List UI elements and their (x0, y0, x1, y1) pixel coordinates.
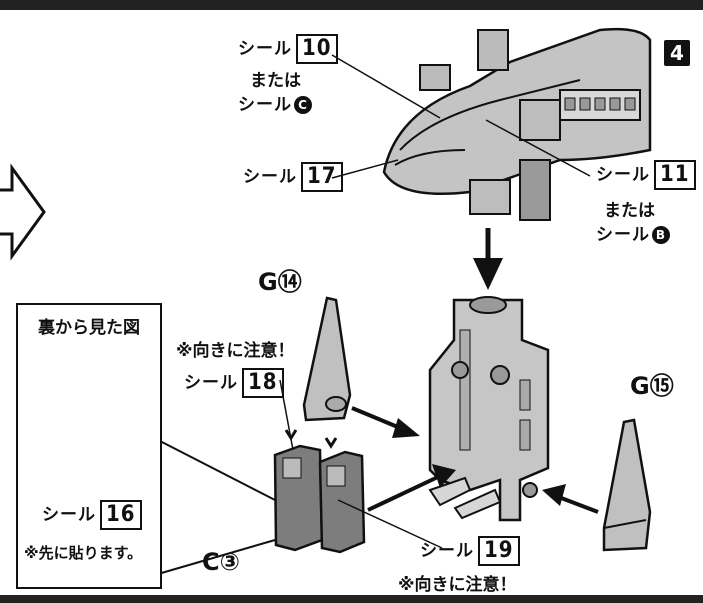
part-g15-label: G⑮ (630, 372, 674, 400)
orientation-note-bottom: ※向きに注意！ (398, 575, 517, 595)
part-c3 (273, 429, 366, 554)
main-body-part (428, 296, 550, 522)
sticker-b-badge: B (652, 226, 670, 244)
inset-title: 裏から見た図 (38, 318, 140, 338)
leader-s10 (331, 54, 441, 119)
arrow-g15-icon (542, 484, 599, 514)
arrow-g14-icon (351, 406, 420, 438)
sticker-10-or: または (250, 71, 301, 91)
sticker-c-badge: C (294, 96, 312, 114)
inset-leader-line (157, 439, 276, 501)
apply-first-note: ※先に貼ります。 (24, 544, 143, 562)
sticker-11-or: または (604, 201, 655, 221)
top-border (0, 0, 703, 10)
leader-s11 (485, 119, 591, 177)
orientation-note-top: ※向きに注意！ (176, 341, 295, 361)
next-step-arrow-icon (0, 163, 46, 261)
part-g14 (302, 296, 352, 422)
back-view-inset: 裏から見た図 (16, 303, 162, 589)
inset-leader-line (157, 539, 276, 575)
leader-s17 (331, 159, 399, 179)
bottom-border (0, 595, 703, 603)
train-head-part (382, 27, 652, 221)
part-c3-label: C③ (202, 548, 240, 576)
part-g15 (602, 418, 652, 552)
step-number-badge: 4 (664, 40, 690, 66)
arrow-c3-icon (367, 464, 456, 512)
part-g14-label: G⑭ (258, 268, 302, 296)
down-arrow-icon (473, 228, 503, 290)
leader-s19 (337, 499, 443, 549)
